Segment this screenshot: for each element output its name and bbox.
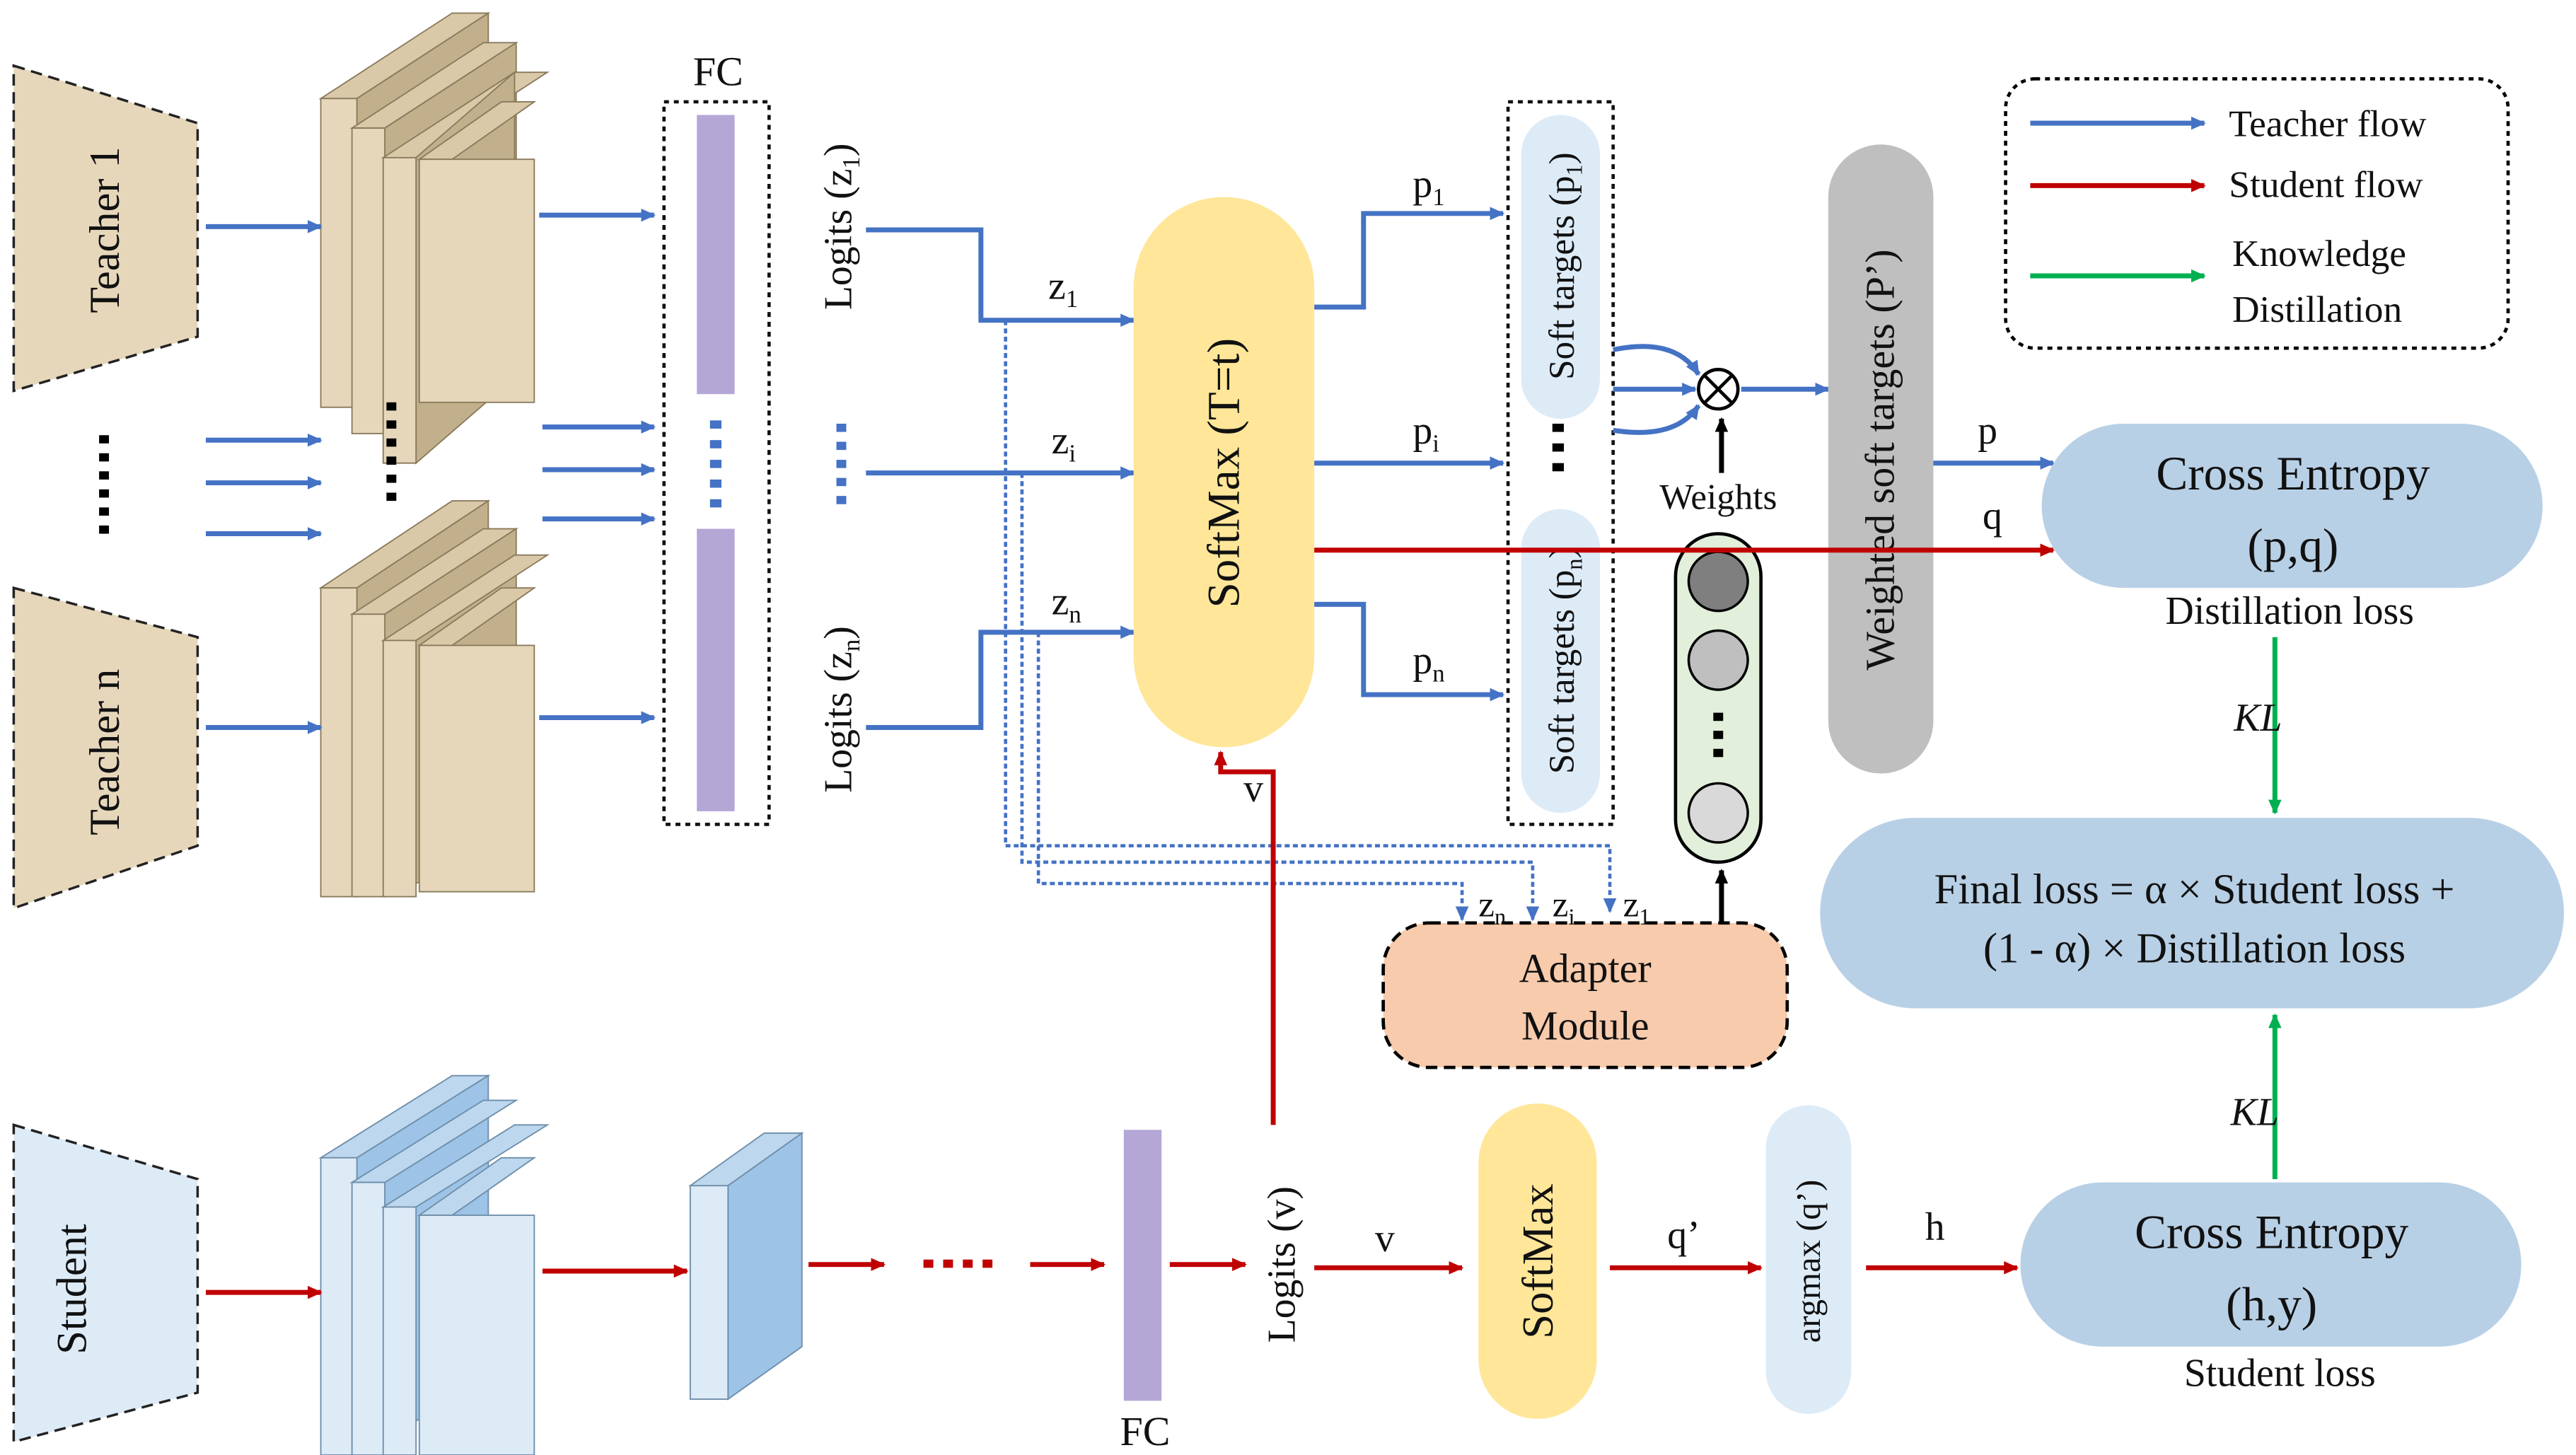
student-small-feature-map: [688, 1132, 804, 1401]
teacher-1-label: Teacher 1: [81, 146, 129, 313]
distillation-loss-caption: Distillation loss: [2166, 589, 2414, 633]
svg-text:(1 - α) × Distillation loss: (1 - α) × Distillation loss: [1983, 924, 2406, 972]
svg-text:Module: Module: [1521, 1003, 1649, 1049]
teacher-n-label: Teacher n: [81, 669, 129, 835]
svg-text:zn: zn: [1052, 579, 1081, 628]
kl-top-label: KL: [2233, 696, 2282, 740]
student-fc: FC: [1120, 1130, 1171, 1454]
fc-bottom-label: FC: [1120, 1408, 1171, 1454]
svg-text:Logits (zn): Logits (zn): [816, 626, 865, 793]
student-feature-maps: [318, 1074, 550, 1455]
svg-text:Soft targets (p1): Soft targets (p1): [1542, 152, 1588, 380]
feature-ellipsis: [386, 402, 397, 502]
q-prime-label: q’: [1667, 1213, 1700, 1257]
cross-entropy-hy: Cross Entropy (h,y) Student loss: [2020, 1182, 2522, 1395]
adapter-module: Adapter Module zn zi z1: [1381, 884, 1789, 1069]
final-loss: Final loss = α × Student loss + (1 - α) …: [1820, 818, 2564, 1009]
logits-to-softmax: [866, 227, 1136, 730]
legend-teacher-label: Teacher flow: [2229, 103, 2427, 145]
student-label: Student: [49, 1224, 96, 1355]
svg-text:Cross Entropy: Cross Entropy: [2156, 447, 2430, 500]
svg-text:Cross Entropy: Cross Entropy: [2135, 1205, 2408, 1258]
student-loss-caption: Student loss: [2184, 1351, 2376, 1395]
teacher-flow-arrows: [206, 208, 656, 734]
v-label-lower: v: [1375, 1217, 1395, 1260]
svg-text:pi: pi: [1412, 409, 1439, 458]
h-label: h: [1925, 1205, 1945, 1249]
student-softmax: SoftMax: [1478, 1103, 1597, 1419]
softtargets-to-multiply: [1612, 344, 1831, 435]
legend-student-label: Student flow: [2229, 163, 2423, 206]
adapter-input-paths: [1004, 320, 1617, 922]
teacher-n-feature-maps: [318, 499, 550, 898]
weights-label: Weights: [1659, 477, 1777, 518]
logits-ellipsis: [836, 423, 847, 504]
kl-bottom-label: KL: [2230, 1090, 2279, 1134]
q-label: q: [1983, 494, 2002, 538]
weights-column: [1673, 532, 1763, 864]
z-labels: z1 zi zn: [1048, 265, 1081, 628]
cross-entropy-pq: Cross Entropy (p,q) Distillation loss: [2041, 423, 2543, 633]
svg-text:zn: zn: [1478, 884, 1506, 930]
legend: Teacher flow Student flow Knowledge Dist…: [2004, 77, 2510, 350]
svg-text:pn: pn: [1412, 639, 1444, 688]
svg-text:Weighted soft targets (P’): Weighted soft targets (P’): [1857, 249, 1903, 670]
student-flow-arrows: [206, 543, 2055, 1299]
p-labels: p1 pi pn: [1412, 163, 1444, 688]
teacher-1-block: Teacher 1: [12, 64, 199, 393]
svg-text:Logits (z1): Logits (z1): [816, 144, 865, 311]
p-label: p: [1978, 409, 1997, 453]
student-block: Student: [12, 1123, 199, 1444]
softmax-to-softtargets: [1314, 207, 1505, 702]
student-ellipsis: [923, 1259, 993, 1268]
logits-v-label: Logits (v): [1260, 1186, 1304, 1343]
teacher-1-feature-maps: [318, 11, 550, 465]
svg-text:zi: zi: [1052, 419, 1077, 468]
logits-zn-label: Logits (zn): [816, 626, 865, 793]
svg-text:SoftMax (T=t): SoftMax (T=t): [1198, 338, 1249, 608]
softmax-temperature: SoftMax (T=t): [1133, 197, 1315, 748]
weighted-soft-targets: Weighted soft targets (P’): [1828, 144, 1934, 774]
teacher-fc-block: FC: [662, 49, 771, 826]
svg-text:Adapter: Adapter: [1519, 945, 1652, 991]
svg-text:Final loss = α × Student loss: Final loss = α × Student loss +: [1934, 866, 2455, 913]
svg-text:z1: z1: [1048, 265, 1078, 313]
fc-top-label: FC: [693, 49, 743, 95]
teacher-n-block: Teacher n: [12, 586, 199, 910]
legend-kd-label-2: Distillation: [2232, 288, 2402, 330]
multiply-icon: [1697, 368, 1740, 411]
svg-text:p1: p1: [1412, 163, 1444, 211]
svg-text:(h,y): (h,y): [2226, 1278, 2317, 1331]
svg-text:argmax (q’): argmax (q’): [1789, 1180, 1828, 1343]
v-label-upper: v: [1243, 767, 1263, 811]
svg-text:Soft targets (pn): Soft targets (pn): [1542, 546, 1588, 774]
legend-kd-label-1: Knowledge: [2232, 232, 2406, 274]
svg-text:z1: z1: [1623, 884, 1651, 930]
svg-text:SoftMax: SoftMax: [1513, 1183, 1562, 1338]
soft-targets-block: Soft targets (p1) Soft targets (pn): [1506, 100, 1615, 826]
svg-text:zi: zi: [1553, 884, 1575, 930]
svg-text:(p,q): (p,q): [2247, 519, 2338, 572]
argmax-block: argmax (q’): [1765, 1105, 1852, 1414]
logits-z1-label: Logits (z1): [816, 144, 865, 311]
teacher-ellipsis: [99, 435, 110, 534]
